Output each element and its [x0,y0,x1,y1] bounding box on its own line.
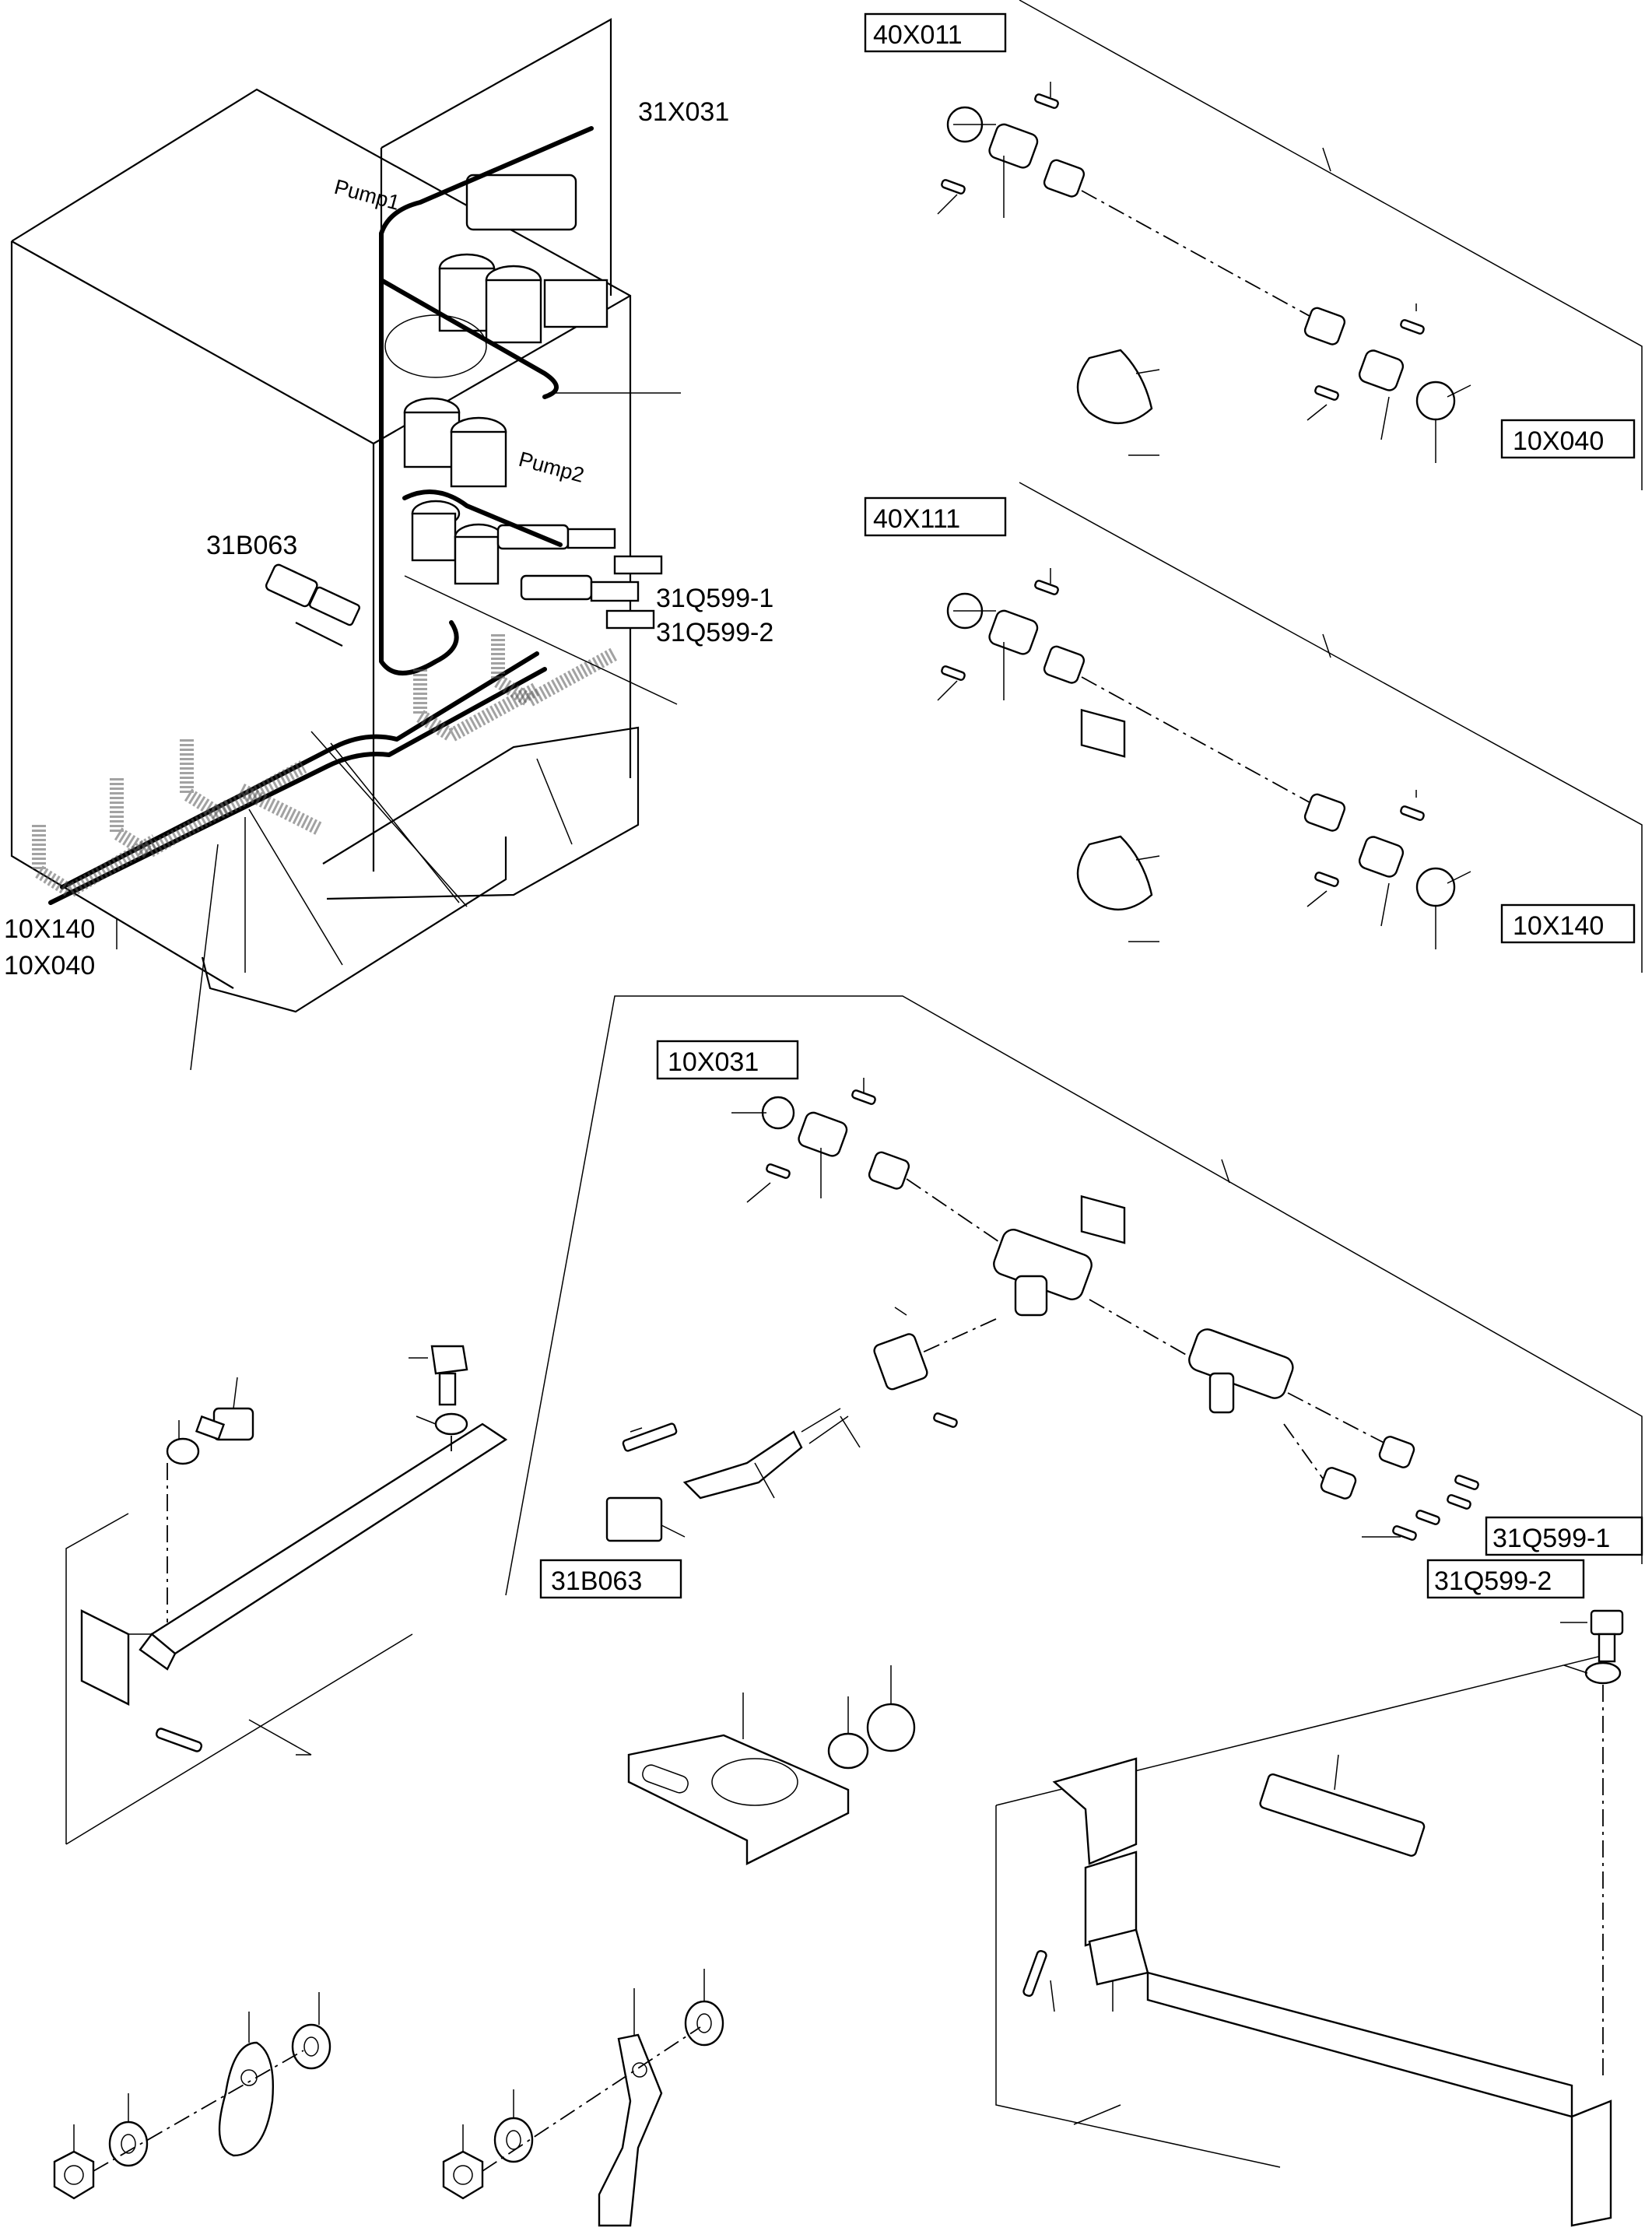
pump-unit-2 [403,397,507,585]
valve-assemblies [496,524,663,630]
label-pump2: Pump2 [516,447,586,487]
tray-detail [995,1609,1624,2227]
bracket-detail [627,1665,916,1865]
label-31b063-main: 31B063 [206,531,297,560]
label-box-40x111 [864,496,1007,537]
label-31q599-1-main: 31Q599-1 [656,584,773,613]
label-10x140-detail: 10X140 [1513,911,1604,941]
label-box-10x031 [656,1040,799,1080]
label-box-31b063 [539,1559,682,1599]
label-box-10x140 [1500,903,1636,944]
label-40x111: 40X111 [873,504,960,534]
label-box-31q599-2 [1426,1559,1585,1599]
label-31q599-1-detail: 31Q599-1 [1492,1524,1610,1553]
connector-detail-40x011 [937,0,1643,758]
tee-valve-detail-10x031 [505,995,1643,1596]
hardware-set-1 [53,1992,331,2200]
label-10x040-detail: 10X040 [1513,426,1604,456]
pump-unit-1 [438,174,609,344]
label-box-31q599-1 [1485,1516,1643,1556]
label-box-40x011 [864,12,1007,53]
connector-detail-40x111 [937,482,1643,1244]
label-31b063-detail: 31B063 [551,1566,642,1596]
label-pump1: Pump1 [331,175,402,215]
hardware-set-2 [442,1969,724,2227]
label-10x031: 10X031 [668,1047,759,1077]
mounting-strip-detail [65,1345,508,1845]
label-box-10x040 [1500,419,1636,459]
label-31q599-2-detail: 31Q599-2 [1434,1566,1552,1596]
label-31q599-2-main: 31Q599-2 [656,618,773,647]
label-31x031: 31X031 [638,97,729,127]
sensor-31b063-installed [265,563,360,647]
label-10x140-main: 10X140 [4,914,95,944]
label-40x011: 40X011 [873,20,963,50]
label-10x040-main: 10X040 [4,951,95,980]
cabinet-assembly [10,18,681,1071]
